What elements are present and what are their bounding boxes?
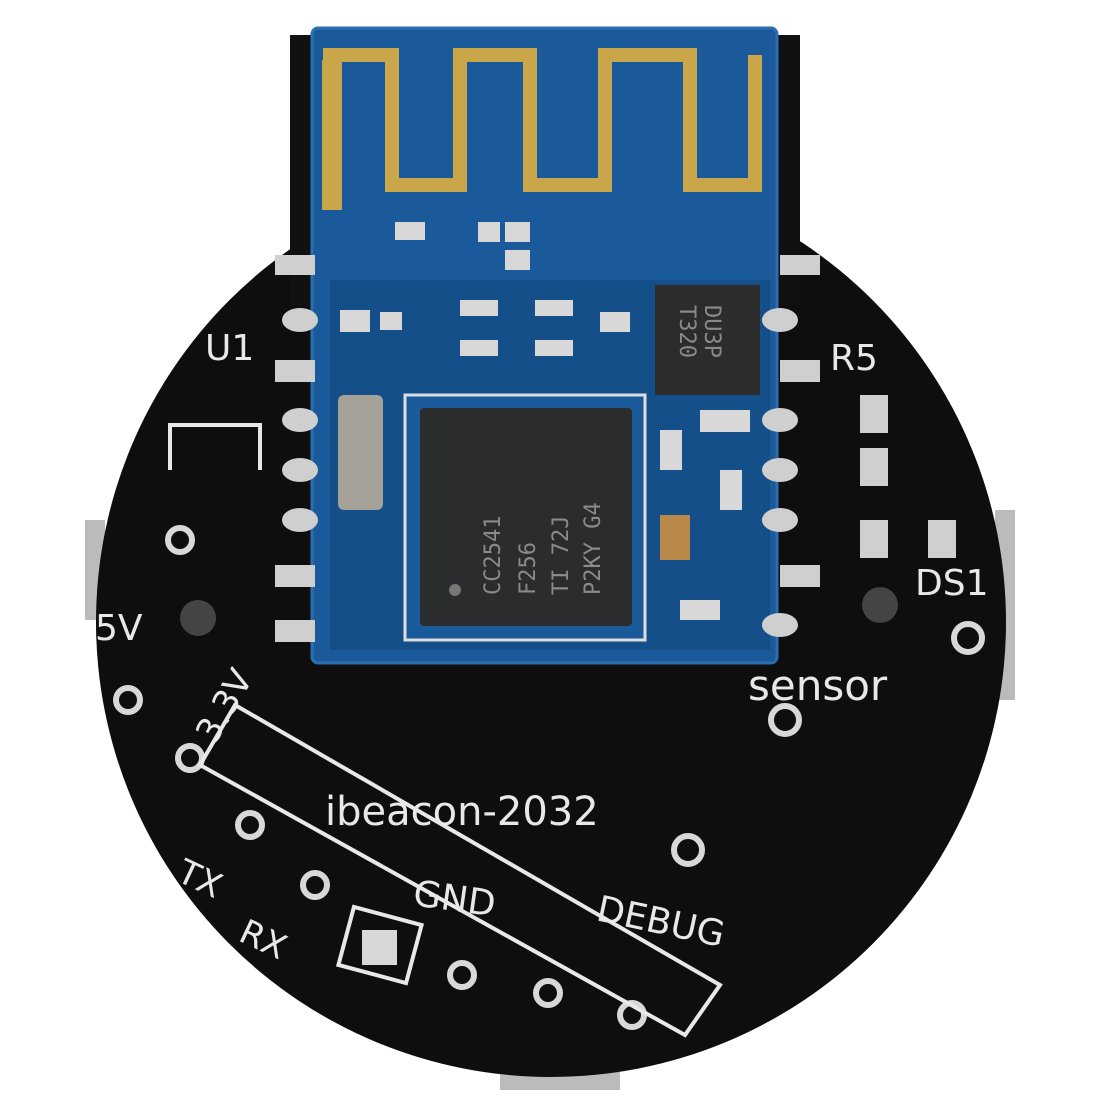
sensor-5v [180, 600, 216, 636]
label-ds1: DS1 [915, 563, 988, 604]
through-holes [113, 525, 985, 1030]
chip-marking-2: F256 [516, 542, 541, 595]
label-5v: 5V [95, 608, 143, 649]
chip-marking-3: TI 72J [549, 516, 574, 595]
inductor [655, 285, 760, 395]
crystal [338, 395, 383, 510]
square-pad [362, 930, 397, 965]
inductor-marking-2: DU3P [699, 305, 724, 358]
pin1-dot [449, 584, 461, 596]
led-ds1 [862, 587, 898, 623]
cc2541-chip [420, 408, 632, 626]
label-sensor: sensor [748, 661, 888, 710]
label-u1: U1 [205, 328, 254, 369]
label-r5: R5 [830, 338, 878, 379]
silkscreen-outlines [168, 423, 723, 1038]
label-board-name: ibeacon-2032 [325, 789, 599, 835]
antenna-trace [323, 48, 762, 205]
module-pads [275, 255, 956, 642]
capacitor [660, 515, 690, 560]
smd-components [340, 222, 750, 620]
chip-marking-4: P2KY G4 [581, 502, 606, 595]
antenna-feed [322, 60, 342, 210]
inductor-marking-1: T320 [674, 305, 699, 358]
chip-marking-1: CC2541 [481, 516, 506, 595]
